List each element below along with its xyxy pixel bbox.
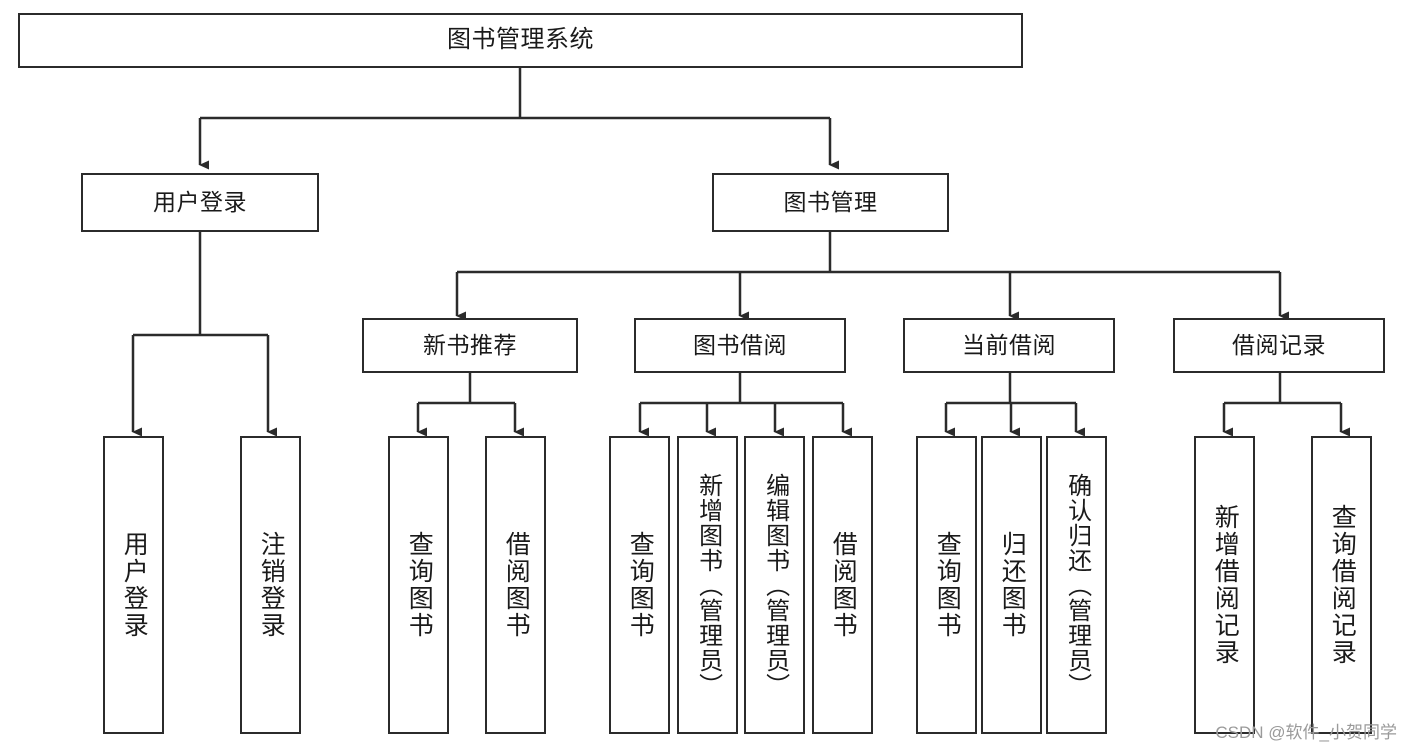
- node-book-management[interactable]: 图书管理: [712, 173, 949, 232]
- leaf-new-book-query-books[interactable]: 查询图书: [388, 436, 449, 734]
- node-label: 借阅图书: [502, 531, 531, 639]
- leaf-book-borrow-query-books[interactable]: 查询图书: [609, 436, 670, 734]
- node-label: 归还图书: [998, 531, 1027, 639]
- leaf-book-borrow-add-book-admin[interactable]: 新增图书（管理员）: [677, 436, 738, 734]
- leaf-current-borrow-query-books[interactable]: 查询图书: [916, 436, 977, 734]
- node-label: 图书管理系统: [447, 26, 594, 54]
- leaf-borrow-records-add-record[interactable]: 新增借阅记录: [1194, 436, 1255, 734]
- node-label: 当前借阅: [962, 331, 1056, 358]
- leaf-book-borrow-edit-book-admin[interactable]: 编辑图书（管理员）: [744, 436, 805, 734]
- node-label: 借阅图书: [829, 531, 858, 639]
- node-label: 新增图书（管理员）: [694, 472, 722, 698]
- node-label: 图书管理: [783, 188, 878, 215]
- node-label: 新增借阅记录: [1211, 504, 1240, 666]
- leaf-book-borrow-borrow-books[interactable]: 借阅图书: [812, 436, 873, 734]
- node-borrowing-records[interactable]: 借阅记录: [1173, 318, 1385, 373]
- leaf-borrow-records-query-record[interactable]: 查询借阅记录: [1311, 436, 1372, 734]
- node-label: 查询图书: [626, 531, 655, 639]
- node-book-borrowing[interactable]: 图书借阅: [634, 318, 846, 373]
- leaf-user-login-logout[interactable]: 注销登录: [240, 436, 301, 734]
- node-label: 查询图书: [933, 531, 962, 639]
- node-label: 用户登录: [120, 531, 149, 639]
- node-current-borrowing[interactable]: 当前借阅: [903, 318, 1115, 373]
- node-label: 图书借阅: [693, 331, 787, 358]
- leaf-current-borrow-return-books[interactable]: 归还图书: [981, 436, 1042, 734]
- csdn-watermark: CSDN @软件_小贺同学: [1215, 723, 1397, 742]
- node-root-book-management-system[interactable]: 图书管理系统: [18, 13, 1023, 68]
- node-label: 借阅记录: [1232, 331, 1326, 358]
- node-new-book-recommendation[interactable]: 新书推荐: [362, 318, 578, 373]
- node-user-login[interactable]: 用户登录: [81, 173, 319, 232]
- node-label: 确认归还（管理员）: [1063, 472, 1091, 698]
- leaf-new-book-borrow-books[interactable]: 借阅图书: [485, 436, 546, 734]
- node-label: 注销登录: [257, 531, 286, 639]
- leaf-current-borrow-confirm-return-admin[interactable]: 确认归还（管理员）: [1046, 436, 1107, 734]
- node-label: 新书推荐: [423, 331, 517, 358]
- leaf-user-login-login[interactable]: 用户登录: [103, 436, 164, 734]
- node-label: 查询图书: [405, 531, 434, 639]
- node-label: 用户登录: [153, 188, 247, 215]
- node-label: 查询借阅记录: [1328, 504, 1357, 666]
- node-label: 编辑图书（管理员）: [761, 472, 789, 698]
